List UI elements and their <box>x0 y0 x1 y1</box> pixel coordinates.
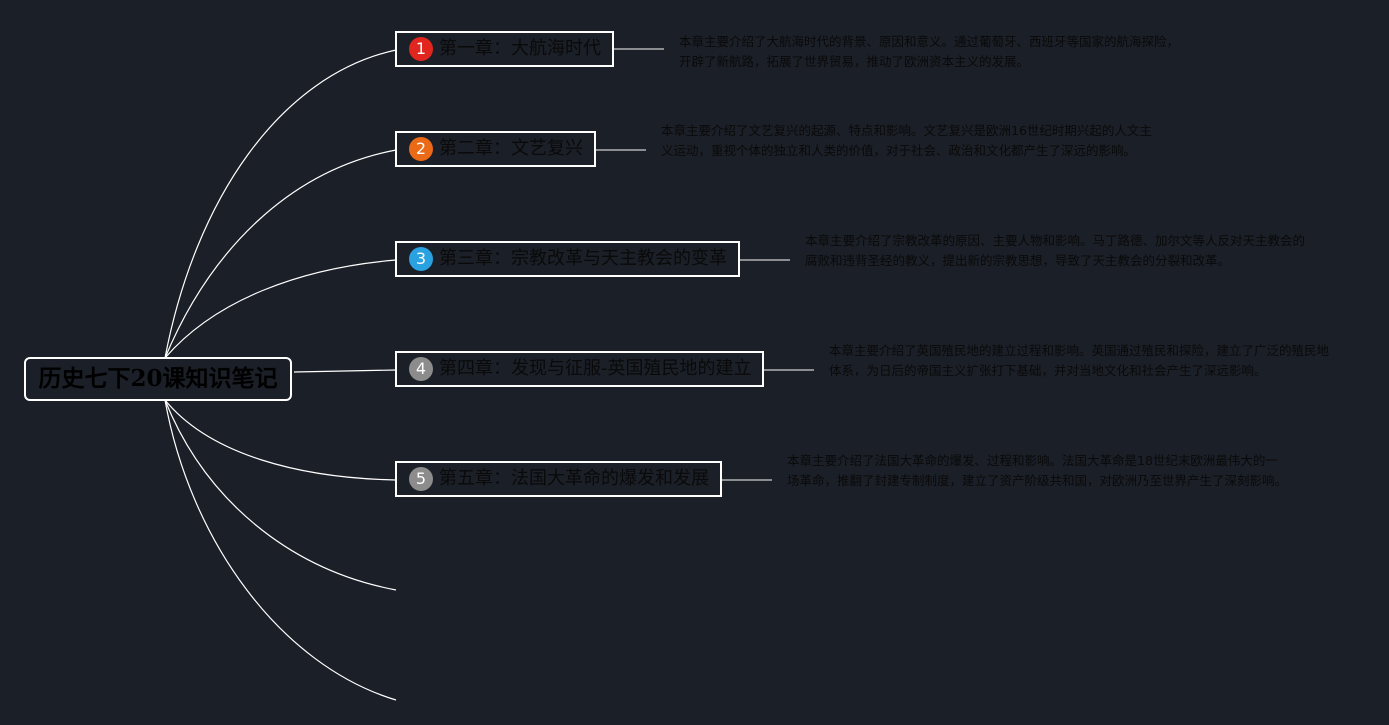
topic-label: 第一章：大航海时代 <box>439 38 601 59</box>
priority-4-icon: 4 <box>409 357 433 381</box>
priority-3-icon: 3 <box>409 247 433 271</box>
topic-chapter-1[interactable]: 1 第一章：大航海时代 <box>395 31 614 67</box>
root-topic[interactable]: 历史七下20课知识笔记 <box>24 357 292 401</box>
topic-note-4: 本章主要介绍了英国殖民地的建立过程和影响。英国通过殖民和探险，建立了广泛的殖民地… <box>829 343 1330 378</box>
branch-line-6 <box>164 399 397 591</box>
topic-note-2: 本章主要介绍了文艺复兴的起源、特点和影响。文艺复兴是欧洲16世纪时期兴起的人文主… <box>661 123 1152 158</box>
topic-label: 第二章：文艺复兴 <box>439 138 583 159</box>
branch-line-3 <box>164 259 397 359</box>
topic-note-3: 本章主要介绍了宗教改革的原因、主要人物和影响。马丁路德、加尔文等人反对天主教会的… <box>805 233 1306 268</box>
branch-line-4 <box>293 369 397 373</box>
priority-2-icon: 2 <box>409 137 433 161</box>
branch-line-1 <box>164 49 397 359</box>
topic-label: 第四章：发现与征服-英国殖民地的建立 <box>439 358 752 379</box>
topic-note-1: 本章主要介绍了大航海时代的背景、原因和意义。通过葡萄牙、西班牙等国家的航海探险，… <box>679 34 1180 69</box>
priority-1-icon: 1 <box>409 37 433 61</box>
priority-5-icon: 5 <box>409 467 433 491</box>
branch-line-2 <box>164 149 397 359</box>
topic-chapter-2[interactable]: 2 第二章：文艺复兴 <box>395 131 596 167</box>
topic-chapter-4[interactable]: 4 第四章：发现与征服-英国殖民地的建立 <box>395 351 764 387</box>
topic-note-5: 本章主要介绍了法国大革命的爆发、过程和影响。法国大革命是18世纪末欧洲最伟大的一… <box>787 453 1288 488</box>
topic-chapter-5[interactable]: 5 第五章：法国大革命的爆发和发展 <box>395 461 722 497</box>
topic-label: 第五章：法国大革命的爆发和发展 <box>439 468 709 489</box>
topic-chapter-3[interactable]: 3 第三章：宗教改革与天主教会的变革 <box>395 241 740 277</box>
branch-line-5 <box>164 399 397 481</box>
topic-label: 第三章：宗教改革与天主教会的变革 <box>439 248 727 269</box>
branch-line-7 <box>164 399 397 701</box>
